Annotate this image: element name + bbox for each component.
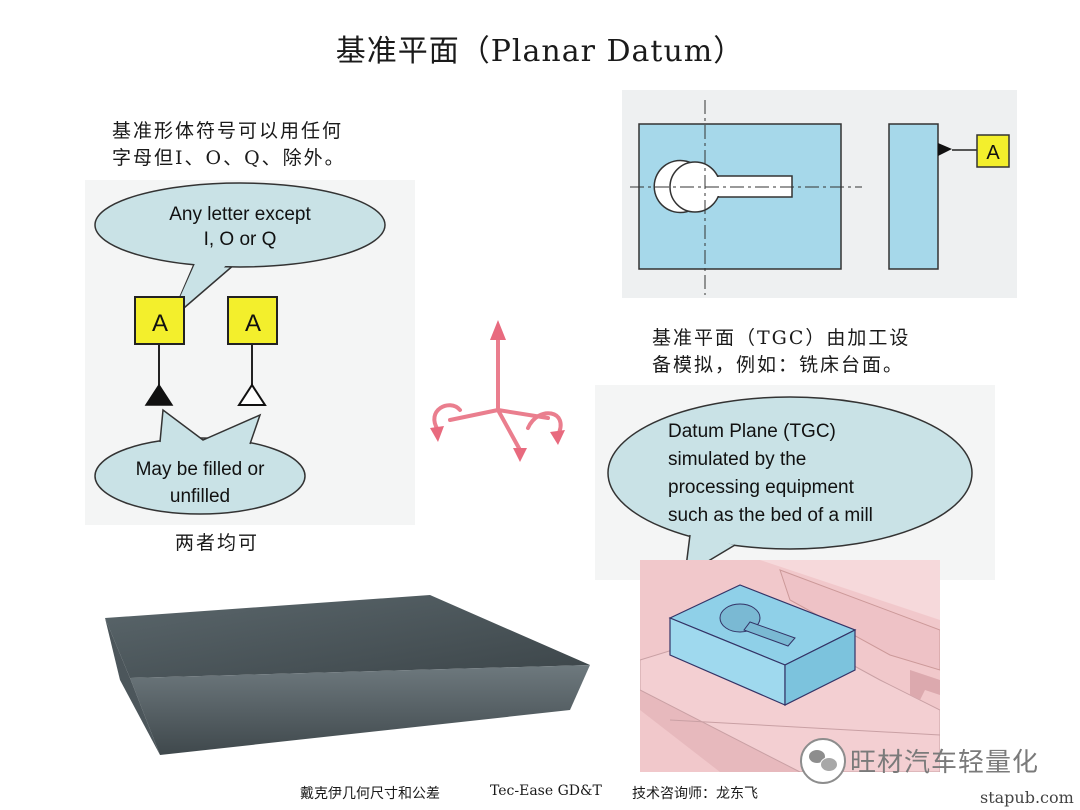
bubble-top-line2: I, O or Q (203, 229, 277, 250)
right-bubble-shape (595, 385, 995, 580)
footer-right: 技术咨询师：龙东飞 (632, 786, 758, 802)
bubble-right-line3: processing equipment (668, 477, 854, 498)
filled-triangle-icon (144, 383, 174, 406)
datum-box-a (976, 134, 1010, 168)
bubble-right (607, 396, 973, 550)
footer-middle: Tec-Ease GD&T (490, 783, 602, 799)
datum-box-filled (134, 296, 185, 345)
right-note: 基准平面（TGC）由加工设 备模拟，例如：铣床台面。 (652, 325, 910, 379)
mill-bed-illustration (640, 560, 940, 772)
bubble-right-line4: such as the bed of a mill (668, 505, 873, 526)
datum-letter-filled: A (151, 310, 168, 337)
left-note-line1: 基准形体符号可以用任何 (112, 120, 344, 142)
bubble-bottom-line1: May be filled or (135, 459, 265, 480)
bubble-top-text: Any letter except I, O or Q (140, 202, 340, 252)
datum-box-a-letter: A (986, 142, 1000, 164)
part-side-view (888, 123, 939, 270)
coordinate-frame-icon (430, 320, 565, 462)
right-note-line2: 备模拟，例如：铣床台面。 (652, 354, 905, 376)
datum-triangle-icon (938, 143, 952, 156)
bubble-top (94, 182, 386, 268)
plate-top-face (105, 595, 590, 678)
part-drawing (622, 90, 1017, 298)
footer-left: 戴克伊几何尺寸和公差 (300, 786, 440, 802)
left-note-line2: 字母但I、O、Q、除外。 (112, 147, 346, 169)
site-watermark: stapub.com (980, 788, 1074, 807)
bubble-right-line1: Datum Plane (TGC) (668, 421, 836, 442)
bubble-right-line2: simulated by the (668, 449, 807, 470)
left-note: 基准形体符号可以用任何 字母但I、O、Q、除外。 (112, 118, 346, 172)
wechat-logo-icon (800, 738, 846, 784)
unfilled-triangle-icon (237, 383, 267, 406)
bubble-bottom-line2: unfilled (169, 486, 231, 507)
bubble-right-text: Datum Plane (TGC) simulated by the proce… (668, 418, 873, 530)
both-ok-label: 两者均可 (175, 532, 260, 554)
granite-surface-plate (105, 595, 590, 755)
datum-letter-unfilled: A (244, 310, 261, 337)
plate-front-face (130, 665, 590, 755)
slide-title: 基准平面（Planar Datum） (335, 34, 745, 69)
right-note-line1: 基准平面（TGC）由加工设 (652, 327, 911, 349)
watermark-text: 旺材汽车轻量化 (850, 748, 1040, 778)
bubble-top-line1: Any letter except (169, 204, 311, 225)
datum-symbol-illustration (85, 180, 415, 525)
bubble-bottom-text: May be filled or unfilled (110, 456, 290, 510)
